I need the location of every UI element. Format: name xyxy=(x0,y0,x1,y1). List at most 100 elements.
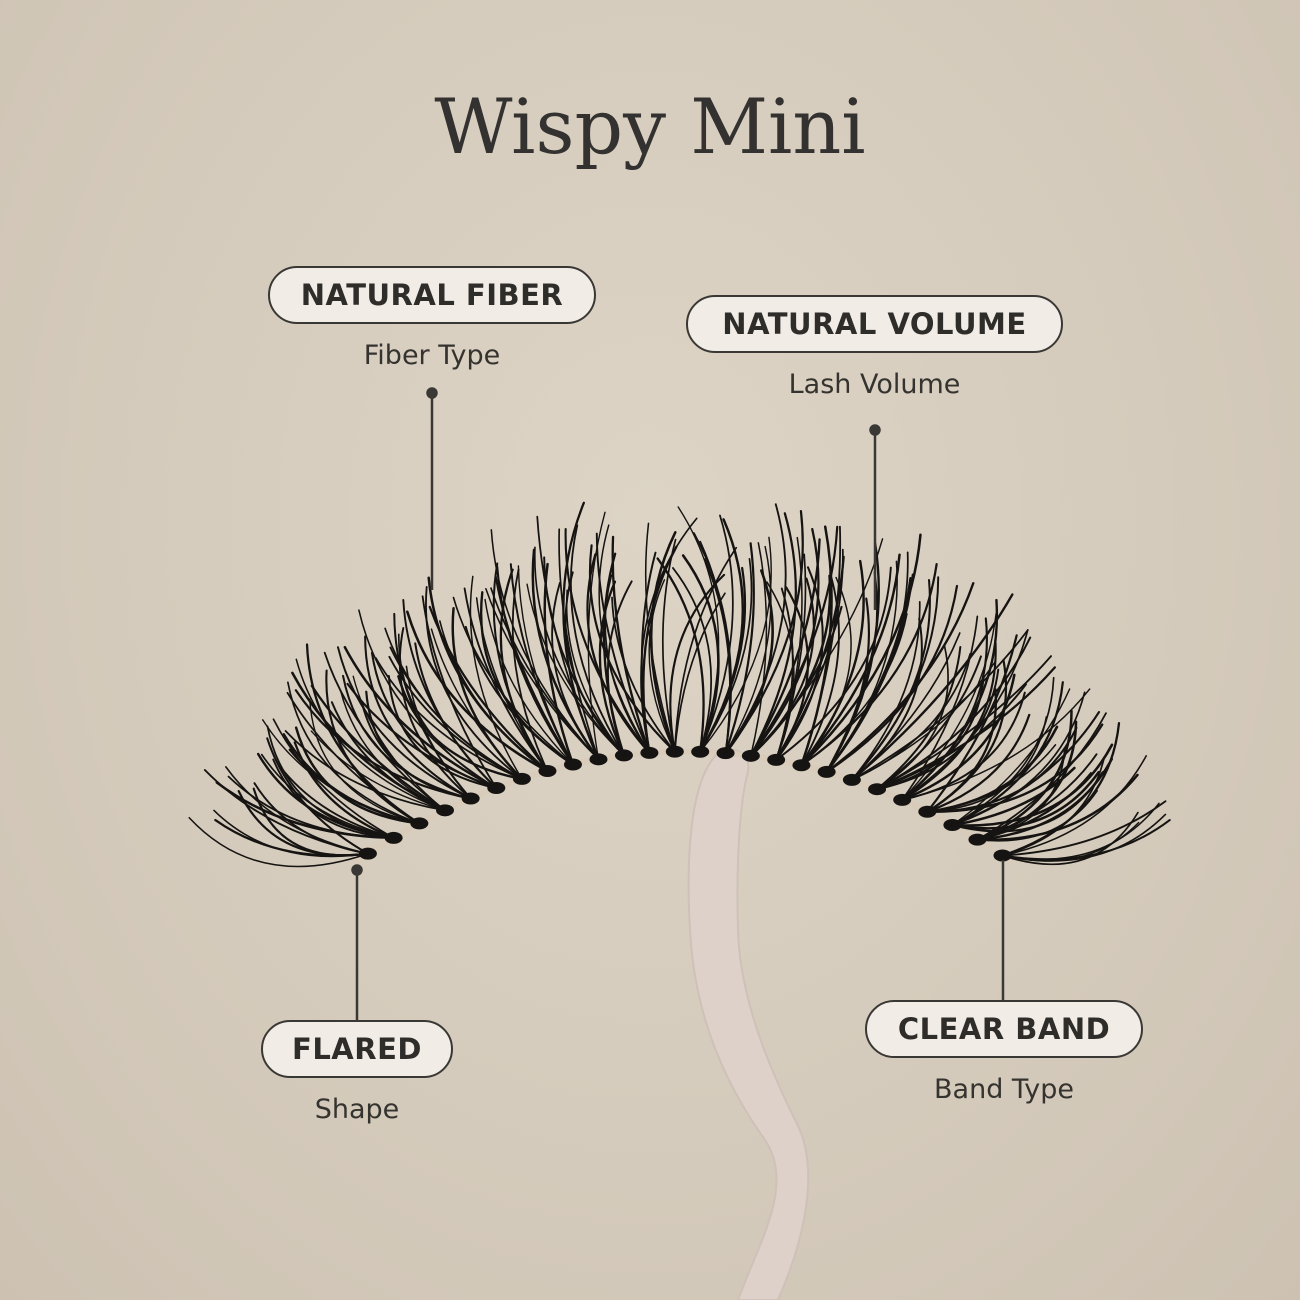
lash-hair xyxy=(649,531,677,753)
lash-hair xyxy=(951,743,1114,827)
lash-hair xyxy=(1001,819,1171,861)
product-title: Wispy Mini xyxy=(434,82,866,171)
lash-hair xyxy=(775,566,892,761)
tag-natural-fiber: NATURAL FIBER xyxy=(268,266,596,324)
caption-band-type: Band Type xyxy=(934,1074,1074,1105)
lash-hair xyxy=(384,627,523,780)
lash-hair xyxy=(926,723,1104,813)
lash-hair xyxy=(699,514,734,753)
lash-hair xyxy=(681,554,720,753)
lash-hair xyxy=(494,575,575,766)
lash-hair xyxy=(750,542,768,757)
connector-dot xyxy=(426,387,438,399)
lash-hair xyxy=(343,645,498,790)
lash-hair xyxy=(775,566,824,761)
lash-hair xyxy=(558,528,600,761)
lash-hair xyxy=(1001,755,1147,857)
lash-hair xyxy=(699,566,747,753)
lash-hair xyxy=(901,615,979,801)
lash-hair xyxy=(1001,800,1167,857)
lash-hair xyxy=(564,527,651,754)
lash-hair xyxy=(370,651,498,790)
lash-hair xyxy=(469,575,523,780)
lash-hair xyxy=(976,757,1114,841)
lash-hair xyxy=(225,766,369,855)
lash-hair xyxy=(427,576,549,773)
caption-lash-volume: Lash Volume xyxy=(788,369,961,400)
lash-hair xyxy=(644,522,676,753)
lash-hair xyxy=(526,583,625,757)
lash-hair xyxy=(284,730,446,812)
lash-hair xyxy=(876,655,1053,791)
lash-hair xyxy=(1001,821,1140,862)
lash-hair xyxy=(800,572,840,767)
lash-hair xyxy=(598,524,651,754)
lash-hair xyxy=(749,527,820,757)
lash-hair xyxy=(397,675,524,781)
caption-fiber-type: Fiber Type xyxy=(363,340,501,371)
lash-hair xyxy=(475,597,549,772)
lash-hair xyxy=(607,580,633,757)
lash-hair xyxy=(699,536,772,753)
lash-hair xyxy=(656,557,705,753)
lash-hair xyxy=(901,612,997,801)
lash-hair xyxy=(1001,757,1105,857)
lash-hair xyxy=(951,691,1086,826)
lash-hair xyxy=(406,610,549,773)
lash-hair xyxy=(901,638,997,801)
lash-hair xyxy=(800,576,852,766)
lash-hair xyxy=(310,730,446,812)
lash-hair xyxy=(531,548,600,761)
lash-hair xyxy=(1001,721,1121,857)
lash-hair xyxy=(749,525,839,757)
lash-hair xyxy=(951,688,1071,826)
lash-hair xyxy=(749,512,797,757)
lash-hair xyxy=(325,669,421,825)
lash-hair xyxy=(425,586,523,780)
lash-hair xyxy=(876,645,962,791)
lash-hair xyxy=(213,809,369,858)
lash-hair xyxy=(951,676,1055,826)
lash-hair xyxy=(569,524,625,757)
lash-hair xyxy=(490,587,600,761)
lash-hair xyxy=(294,689,472,800)
lash-hair xyxy=(611,535,651,755)
lash-hair xyxy=(260,753,395,839)
lash-hair xyxy=(295,658,446,812)
lash-hair xyxy=(464,625,574,766)
lash-hair xyxy=(901,629,1029,801)
lash-hair xyxy=(188,816,369,868)
lash-hair xyxy=(364,635,472,800)
lash-hair xyxy=(749,574,832,758)
lash-hair xyxy=(850,579,931,781)
tag-flared: FLARED xyxy=(261,1020,453,1078)
lash-hair xyxy=(492,562,549,773)
lash-hair xyxy=(534,546,625,757)
tag-clear-band: CLEAR BAND xyxy=(865,1000,1143,1058)
lash-hair xyxy=(1001,811,1139,866)
lash-hair xyxy=(673,592,726,753)
lash-hair xyxy=(648,579,676,753)
lash-hair xyxy=(272,718,395,839)
lash-hair xyxy=(724,542,755,755)
eyelash-strip xyxy=(188,501,1171,868)
lash-hair xyxy=(673,546,738,753)
lash-hair xyxy=(611,596,676,753)
clear-lash-band xyxy=(353,748,1017,867)
lash-hair xyxy=(595,532,651,754)
lash-hair xyxy=(900,673,1016,802)
connector-dot xyxy=(869,424,881,436)
lash-hair xyxy=(451,607,524,781)
lash-hair xyxy=(452,596,574,766)
lash-hair xyxy=(398,627,472,800)
lash-hair xyxy=(775,586,810,761)
lash-hair xyxy=(876,655,982,791)
lash-hair xyxy=(851,601,921,781)
lash-hair xyxy=(825,573,914,773)
lash-hair xyxy=(724,569,774,755)
lash-hair xyxy=(374,657,523,780)
lash-hair xyxy=(598,580,626,757)
lash-hair xyxy=(215,781,395,840)
lash-hair xyxy=(288,748,421,825)
caption-shape: Shape xyxy=(314,1094,400,1125)
